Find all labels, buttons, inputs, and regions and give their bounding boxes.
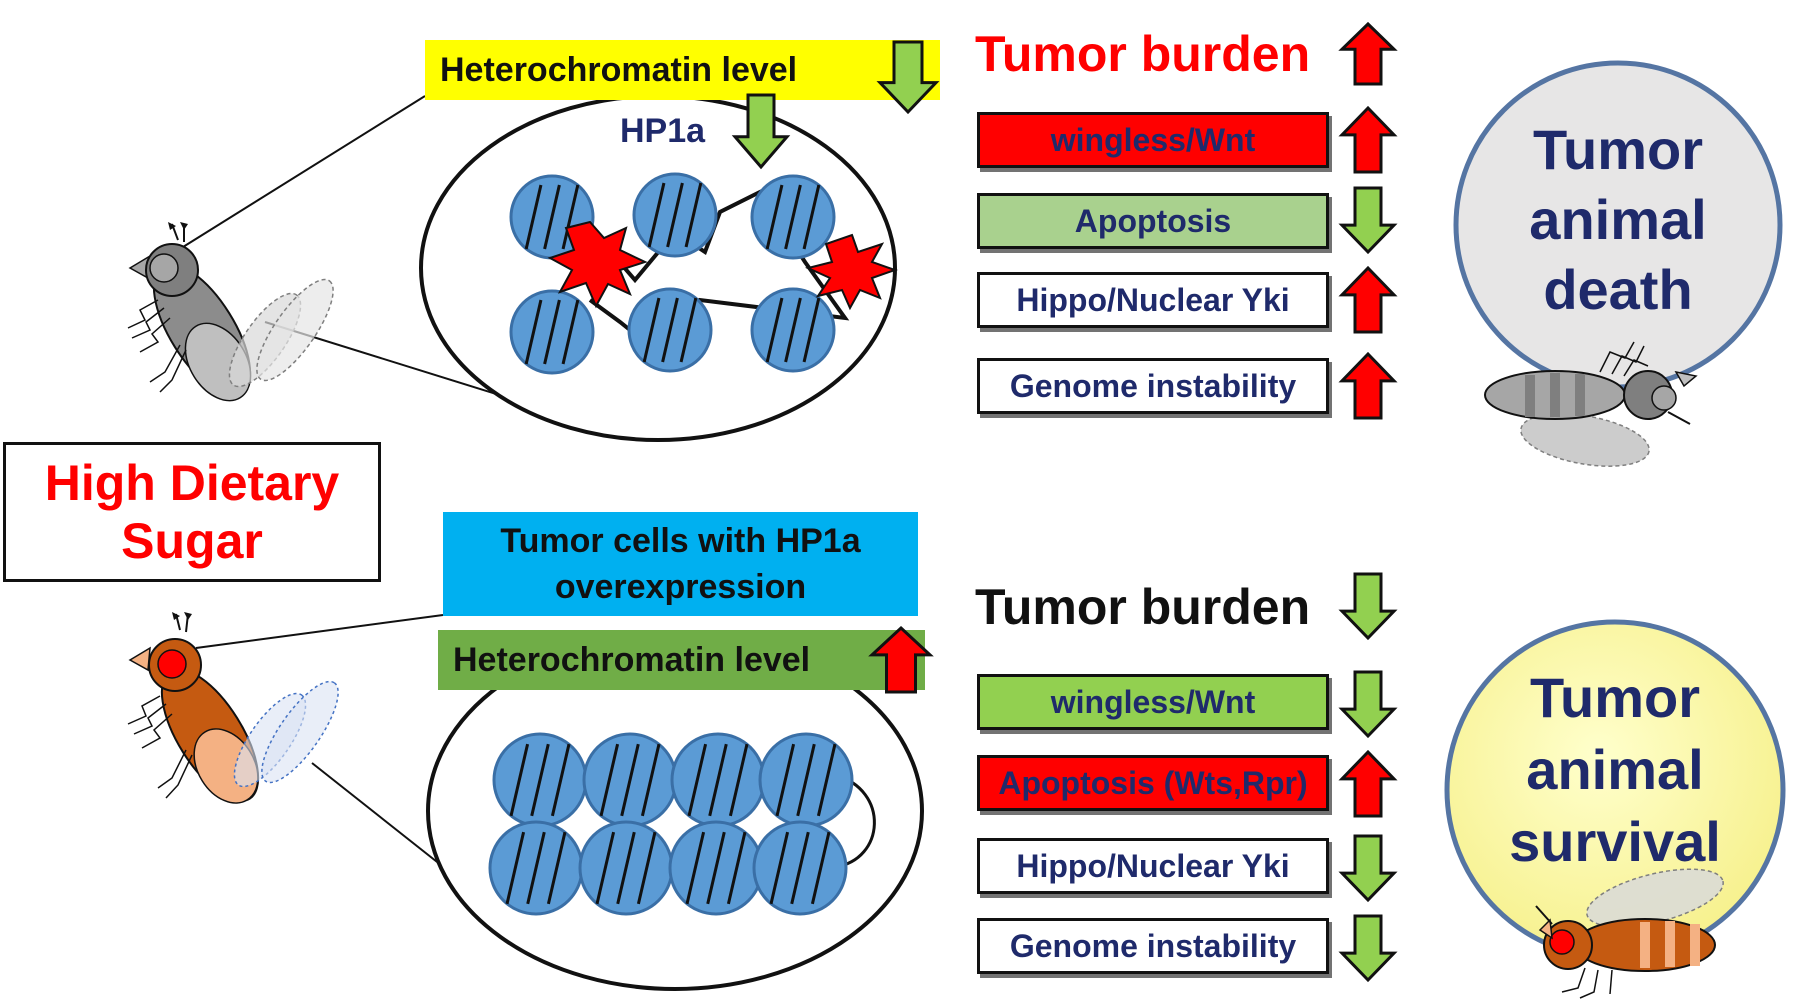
outcome-death-line1: Tumor [1532,118,1704,181]
outcome-text-survival: Tumor animal survival [1470,660,1760,880]
pathway-label: Apoptosis [1074,202,1232,239]
nucleosome [509,289,595,375]
nucleosome [582,732,678,828]
fly-gray-dead [1484,341,1698,467]
pathway-box-top-genome: Genome instability [977,358,1329,414]
outcome-death-line3: death [1543,258,1693,321]
nucleosome [752,820,848,916]
pathway-box-bottom-hippo: Hippo/Nuclear Yki [977,838,1329,894]
heterochromatin-banner-top: Heterochromatin level [425,40,940,100]
pathway-box-bottom-wnt: wingless/Wnt [977,674,1329,730]
hp1a-overexpression-line1: Tumor cells with HP1a [500,522,861,560]
pathway-box-top-wnt: wingless/Wnt [977,112,1329,168]
nucleosome [670,732,766,828]
pathway-label: Hippo/Nuclear Yki [1016,281,1290,318]
fly-orange-survival [1535,868,1724,999]
nucleosome [492,732,588,828]
diet-label-line1: High Dietary [44,455,340,511]
nucleosome [632,172,718,258]
nucleosome [750,174,836,260]
fly-gray-top [127,222,334,402]
diet-label-line2: Sugar [121,513,263,569]
dna-damage-burst-left [547,220,648,309]
tumor-burden-bottom-heading: Tumor burden [975,579,1311,635]
heterochromatin-banner-bottom-label: Heterochromatin level [453,640,811,679]
pathway-box-top-apoptosis: Apoptosis [977,193,1329,249]
outcome-death-line2: animal [1529,188,1707,251]
pathway-box-bottom-genome: Genome instability [977,918,1329,974]
nucleosome [488,820,584,916]
pathway-box-top-hippo: Hippo/Nuclear Yki [977,272,1329,328]
pathway-label: Genome instability [1009,927,1297,964]
tumor-burden-top-heading: Tumor burden [975,26,1311,82]
high-dietary-sugar-box: High Dietary Sugar [3,442,381,582]
nucleosome [758,732,854,828]
dna-damage-burst-right [804,233,899,311]
heterochromatin-banner-top-label: Heterochromatin level [440,50,798,89]
hp1a-overexpression-banner: Tumor cells with HP1a overexpression [443,512,918,616]
hp1a-overexpression-line2: overexpression [554,568,807,606]
nucleosome [668,820,764,916]
nucleosome [750,287,836,373]
outcome-text-death: Tumor animal death [1478,110,1758,330]
outcome-survival-line1: Tumor [1529,666,1701,729]
outcome-survival-line2: animal [1526,738,1704,801]
zoom-line-bottom-upper [195,614,444,649]
pathway-label: wingless/Wnt [1050,683,1256,720]
pathway-label: Apoptosis (Wts,Rpr) [998,764,1308,801]
nucleosome [578,820,674,916]
pathway-box-bottom-apoptosis: Apoptosis (Wts,Rpr) [977,755,1329,811]
pathway-label: Genome instability [1009,367,1297,404]
hp1a-label: HP1a [620,112,706,150]
heterochromatin-banner-bottom: Heterochromatin level [438,630,925,690]
nucleosome [627,287,713,373]
outcome-survival-line3: survival [1509,810,1721,873]
pathway-label: wingless/Wnt [1050,121,1256,158]
fly-orange-bottom [127,612,339,804]
pathway-label: Hippo/Nuclear Yki [1016,847,1290,884]
zoom-line-top-upper [182,95,426,248]
